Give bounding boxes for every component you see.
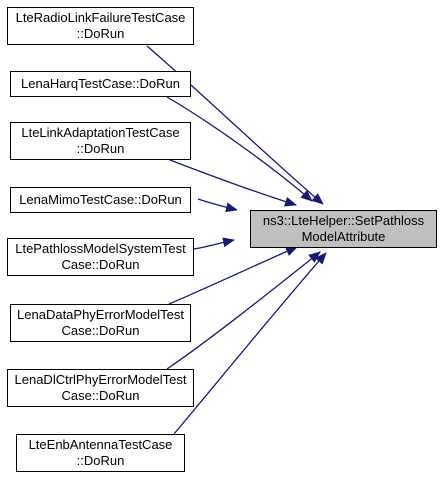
call-edge-2 xyxy=(169,159,297,207)
node-label-line: LtePathlossModelSystemTest xyxy=(15,241,186,256)
caller-node-lte-pathloss-model-system-test-case[interactable]: LtePathlossModelSystemTest Case::DoRun xyxy=(7,238,194,276)
node-label-line: LenaMimoTestCase::DoRun xyxy=(19,192,182,207)
caller-node-lte-enb-antenna-test-case[interactable]: LteEnbAntennaTestCase ::DoRun xyxy=(16,434,185,472)
call-edge-5 xyxy=(168,246,298,305)
caller-node-lena-mimo-test-case[interactable]: LenaMimoTestCase::DoRun xyxy=(10,187,191,213)
node-label-line: ns3::LteHelper::SetPathloss xyxy=(262,213,425,228)
caller-node-lte-radio-link-failure-test-case[interactable]: LteRadioLinkFailureTestCase ::DoRun xyxy=(7,7,194,45)
call-edge-6 xyxy=(166,251,321,370)
node-label-line: Case::DoRun xyxy=(61,323,140,338)
node-label-line: Case::DoRun xyxy=(61,388,140,403)
call-edge-0 xyxy=(146,45,324,205)
node-label-line: ::DoRun xyxy=(76,26,125,41)
caller-node-lena-harq-test-case[interactable]: LenaHarqTestCase::DoRun xyxy=(10,71,191,97)
node-label-line: Case::DoRun xyxy=(61,257,140,272)
node-label-line: LteLinkAdaptationTestCase xyxy=(21,125,180,140)
caller-node-lte-link-adaptation-test-case[interactable]: LteLinkAdaptationTestCase ::DoRun xyxy=(10,122,191,160)
call-edge-3 xyxy=(197,198,238,213)
node-label-line: LenaHarqTestCase::DoRun xyxy=(21,76,180,91)
node-label-line: LteRadioLinkFailureTestCase xyxy=(15,10,186,25)
node-label-line: ::DoRun xyxy=(76,141,125,156)
call-edge-1 xyxy=(166,96,313,202)
caller-node-lena-dl-ctrl-phy-error-model-test-case[interactable]: LenaDlCtrlPhyErrorModelTest Case::DoRun xyxy=(7,369,194,407)
node-label-line: ModelAttribute xyxy=(301,229,386,244)
node-label-line: ::DoRun xyxy=(76,453,125,468)
target-node-set-pathloss-model-attribute: ns3::LteHelper::SetPathloss ModelAttribu… xyxy=(250,210,437,248)
node-label-line: LteEnbAntennaTestCase xyxy=(28,437,173,452)
node-label-line: LenaDataPhyErrorModelTest xyxy=(17,307,184,322)
call-edge-7 xyxy=(173,252,327,435)
caller-node-lena-data-phy-error-model-test-case[interactable]: LenaDataPhyErrorModelTest Case::DoRun xyxy=(10,304,191,342)
node-label-line: LenaDlCtrlPhyErrorModelTest xyxy=(14,372,187,387)
call-edge-4 xyxy=(193,237,235,250)
